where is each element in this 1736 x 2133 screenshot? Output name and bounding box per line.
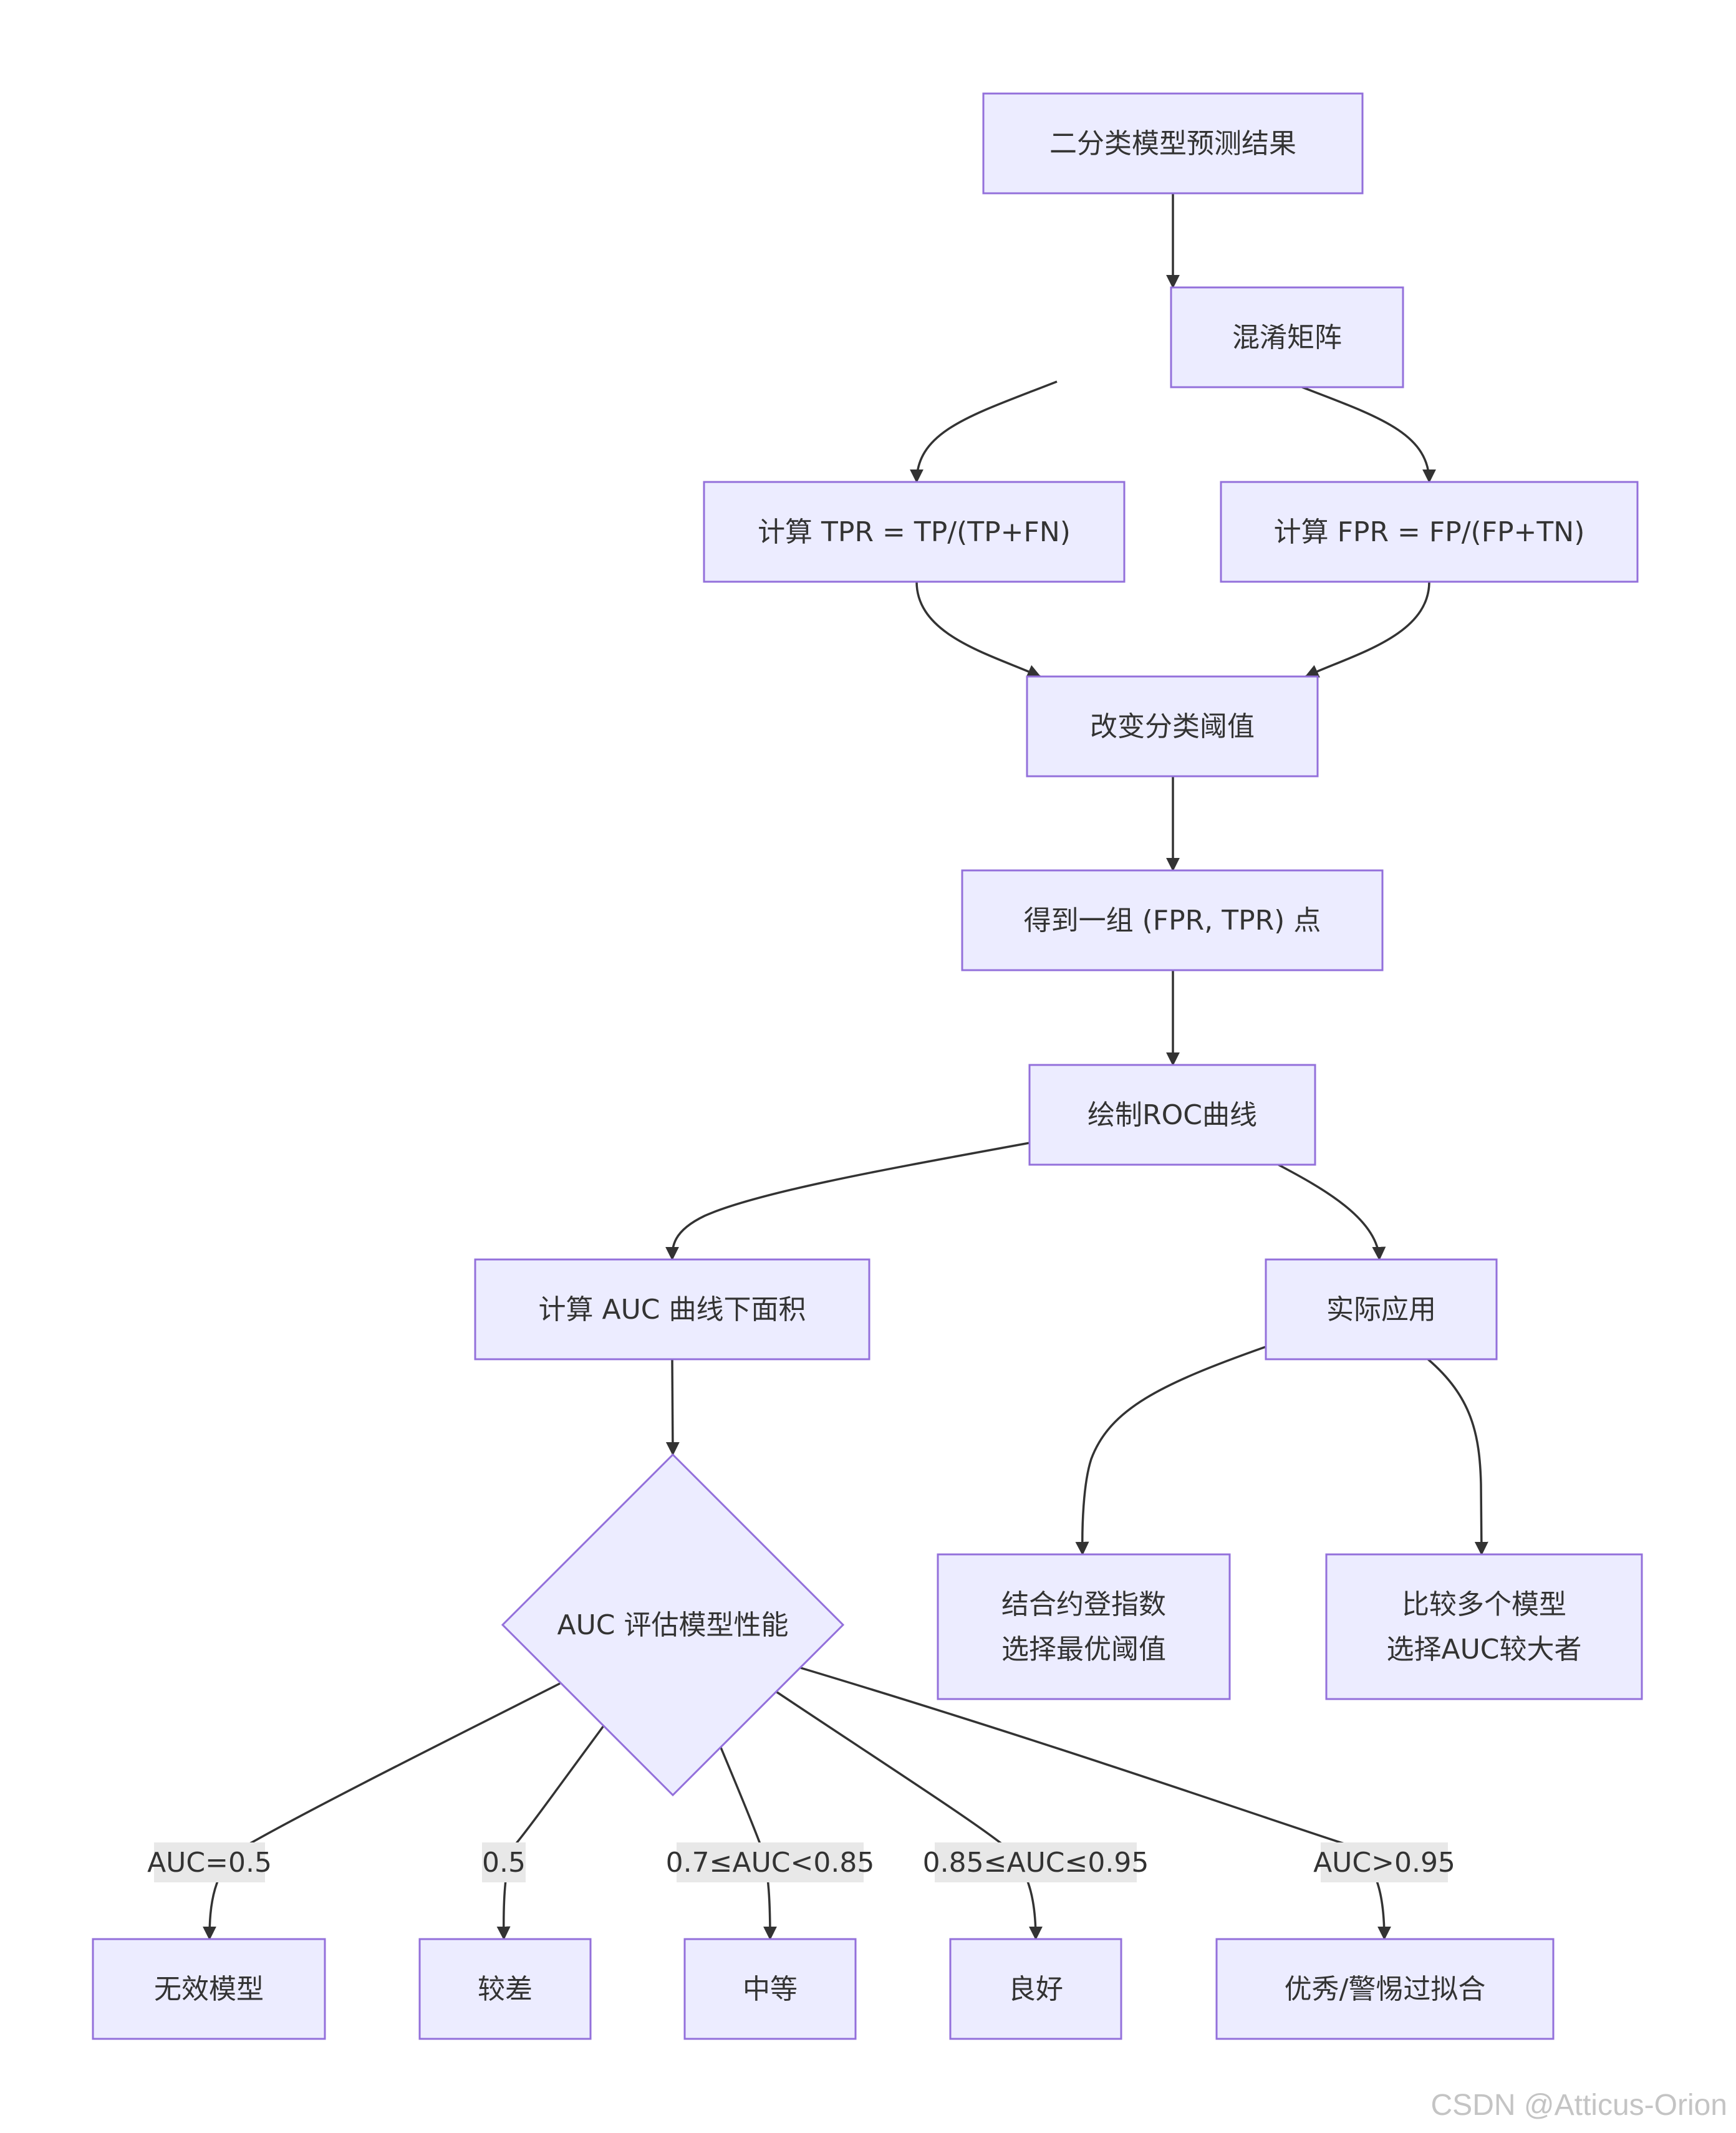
edge-label-background	[1321, 1842, 1448, 1882]
node-n3: 计算 TPR = TP/(TP+FN)	[703, 481, 1126, 583]
process-box	[703, 481, 1126, 583]
edge-label-text: 0.5	[482, 1847, 526, 1879]
node-label: AUC 评估模型性能	[557, 1609, 788, 1641]
node-n16: 良好	[949, 1938, 1122, 2040]
process-box	[1170, 286, 1404, 388]
node-label: 良好	[1008, 1973, 1063, 2005]
edge-label-background	[154, 1842, 265, 1882]
edge-label-text: 0.7≤AUC<0.85	[666, 1847, 875, 1879]
node-n1: 二分类模型预测结果	[982, 92, 1364, 195]
node-label: 结合约登指数	[1001, 1589, 1166, 1620]
edge-label-n10-n16: 0.85≤AUC≤0.95	[923, 1842, 1149, 1882]
process-box	[92, 1938, 326, 2040]
node-n2: 混淆矩阵	[1170, 286, 1404, 388]
node-n6: 得到一组 (FPR, TPR) 点	[961, 869, 1384, 971]
node-n8: 计算 AUC 曲线下面积	[474, 1258, 870, 1360]
node-n7: 绘制ROC曲线	[1028, 1064, 1316, 1166]
edge-label-n10-n14: 0.5	[482, 1842, 526, 1882]
process-box	[418, 1938, 592, 2040]
edge-n7-n9	[1278, 1163, 1386, 1261]
decision-diamond	[501, 1453, 845, 1797]
node-n9: 实际应用	[1265, 1258, 1498, 1360]
node-label: 中等	[743, 1973, 798, 2005]
process-box	[982, 92, 1364, 195]
node-label: 较差	[478, 1973, 533, 2005]
process-box	[474, 1258, 870, 1360]
edge-n10-n15	[718, 1744, 777, 1940]
edge-n2-n4	[1287, 380, 1436, 483]
process-box	[1220, 481, 1639, 583]
node-label: 混淆矩阵	[1232, 322, 1342, 354]
edge-n9-n11	[1075, 1346, 1266, 1556]
process-box	[937, 1553, 1231, 1700]
edge-n10-n17	[800, 1667, 1391, 1940]
edge-n9-n12	[1427, 1358, 1488, 1556]
edge-n3-n5	[915, 581, 1041, 678]
process-box	[1325, 1553, 1643, 1700]
node-n17: 优秀/警惕过拟合	[1215, 1938, 1555, 2040]
edge-n2-n3	[910, 380, 1058, 483]
node-label: 比较多个模型	[1402, 1589, 1566, 1620]
process-box	[1215, 1938, 1555, 2040]
node-label: 计算 TPR = TP/(TP+FN)	[758, 516, 1071, 548]
watermark-text: CSDN @Atticus-Orion	[1431, 2089, 1727, 2122]
process-box	[1026, 675, 1319, 778]
process-box	[683, 1938, 857, 2040]
node-label: 得到一组 (FPR, TPR) 点	[1024, 905, 1321, 936]
node-label: 选择最优阈值	[1001, 1634, 1166, 1665]
edge-label-text: AUC>0.95	[1313, 1847, 1455, 1879]
edge-label-n10-n13: AUC=0.5	[147, 1842, 272, 1882]
edge-n4-n5	[1304, 581, 1430, 678]
edge-n10-n13	[203, 1682, 561, 1940]
edge-labels-layer: AUC=0.5 0.5 0.7≤AUC<0.85 0.85≤AUC≤0.95 AUC>0…	[147, 1842, 1455, 1882]
node-n4: 计算 FPR = FP/(FP+TN)	[1220, 481, 1639, 583]
process-box	[961, 869, 1384, 971]
process-box	[1265, 1258, 1498, 1360]
node-label: 计算 FPR = FP/(FP+TN)	[1274, 516, 1585, 548]
node-label: 二分类模型预测结果	[1049, 128, 1296, 160]
edge-n10-n16	[774, 1690, 1043, 1940]
process-box	[1028, 1064, 1316, 1166]
edge-label-background	[935, 1842, 1137, 1882]
edge-label-text: AUC=0.5	[147, 1847, 272, 1879]
edge-n8-n10	[665, 1359, 680, 1456]
node-n10: AUC 评估模型性能	[501, 1453, 845, 1797]
edge-n7-n8	[665, 1142, 1030, 1261]
edge-label-n10-n15: 0.7≤AUC<0.85	[666, 1842, 875, 1882]
edge-label-n10-n17: AUC>0.95	[1313, 1842, 1455, 1882]
process-box	[949, 1938, 1122, 2040]
node-n5: 改变分类阈值	[1026, 675, 1319, 778]
node-n14: 较差	[418, 1938, 592, 2040]
node-label: 选择AUC较大者	[1386, 1634, 1581, 1665]
node-label: 实际应用	[1326, 1294, 1436, 1326]
node-n15: 中等	[683, 1938, 857, 2040]
node-n13: 无效模型	[92, 1938, 326, 2040]
edge-label-background	[482, 1842, 526, 1882]
edge-label-text: 0.85≤AUC≤0.95	[923, 1847, 1149, 1879]
node-label: 优秀/警惕过拟合	[1285, 1973, 1486, 2005]
node-label: 改变分类阈值	[1090, 711, 1255, 743]
edge-label-background	[677, 1842, 864, 1882]
node-label: 绘制ROC曲线	[1087, 1099, 1257, 1131]
edge-n10-n14	[496, 1725, 605, 1940]
node-label: 无效模型	[154, 1973, 264, 2005]
node-label: 计算 AUC 曲线下面积	[539, 1294, 806, 1326]
